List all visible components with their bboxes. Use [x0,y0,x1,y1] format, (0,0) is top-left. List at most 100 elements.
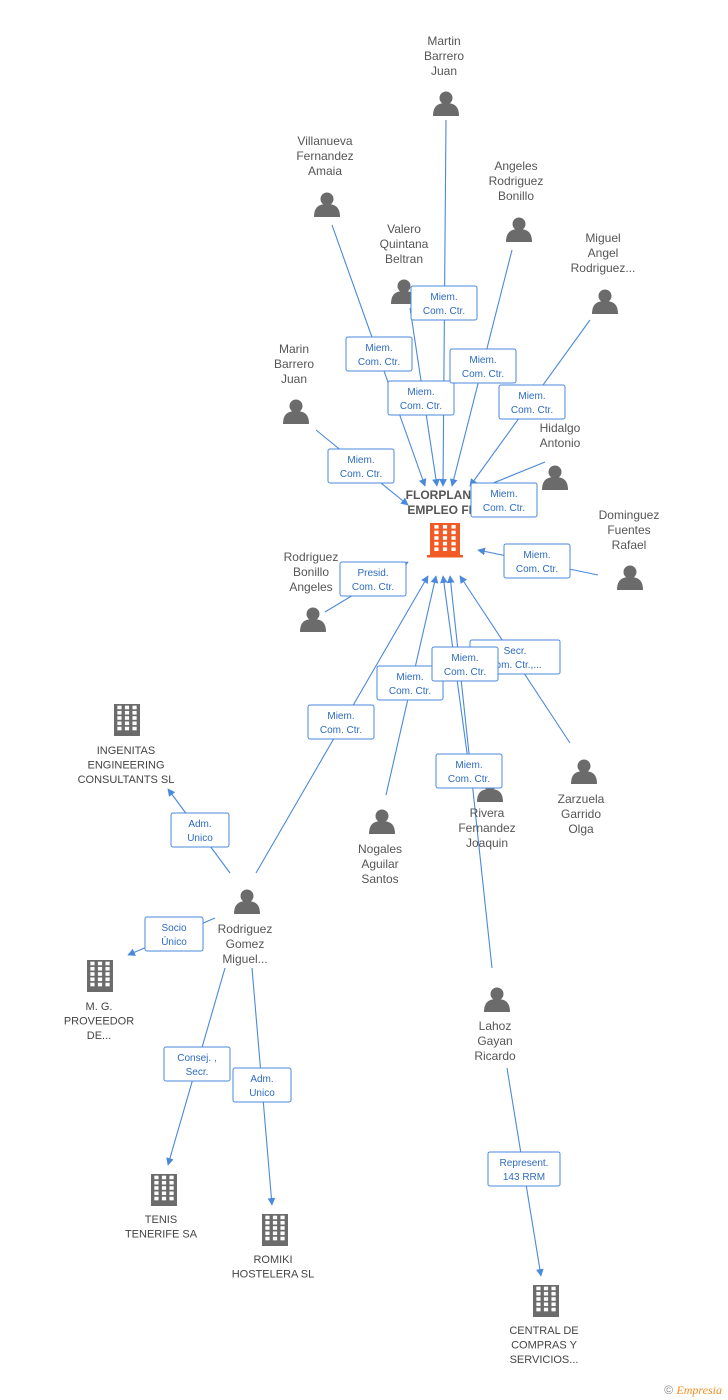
node-label-line: Miguel [585,231,620,245]
edge-label-text: Único [161,935,187,948]
node-mg[interactable]: M. G. PROVEEDOR DE... [64,960,134,1042]
node-label-line: Joaquin [466,836,508,850]
edge-label-rivera-to-center[interactable]: Miem.Com. Ctr. [435,753,503,789]
node-label-line: ENGINEERING [87,760,164,772]
node-label-line: Rodriguez [489,174,544,188]
edge-label-angeles-to-center[interactable]: Miem.Com. Ctr. [449,348,517,384]
edge-label-text: Adm. [188,819,211,830]
node-label-line: HOSTELERA SL [232,1269,315,1281]
edge-label-rodriguez-gomez-to-ingenitas[interactable]: Adm.Unico [170,812,230,848]
person-icon [542,465,568,490]
node-label-line: Fernandez [296,149,353,163]
node-label-line: Gayan [477,1034,512,1048]
edge-label-text: Miem. [396,672,423,683]
edge-label-miguel-angel-to-center[interactable]: Miem.Com. Ctr. [498,384,566,420]
person-icon [234,889,260,914]
node-label-line: Garrido [561,807,601,821]
node-label-line: Ricardo [474,1049,516,1063]
edge-label-rodriguez-gomez-to-center[interactable]: Miem.Com. Ctr. [307,704,375,740]
person-icon [314,192,340,217]
edge-label-lahoz-to-central[interactable]: Represent.143 RRM [487,1151,561,1187]
node-label-line: Nogales [358,842,402,856]
node-label-line: Aguilar [361,857,398,871]
node-label-line: Lahoz [479,1019,512,1033]
edge-label-rodriguez-gomez-to-romiki[interactable]: Adm.Unico [232,1067,292,1103]
node-label-line: INGENITAS [97,745,155,757]
node-label-line: Fuentes [607,523,650,537]
node-romiki[interactable]: ROMIKI HOSTELERA SL [232,1214,315,1281]
node-label-line: TENERIFE SA [125,1229,198,1241]
edge-label-text: Com. Ctr. [340,469,382,480]
edge-label-lahoz-to-center[interactable]: Miem.Com. Ctr. [431,646,499,682]
node-label-line: COMPRAS Y [511,1340,577,1352]
edge-label-text: Miem. [490,489,517,500]
edge-label-text: Com. Ctr. [511,405,553,416]
edge-label-text: Com. Ctr. [462,369,504,380]
person-icon [571,759,597,784]
edge-label-text: Com. Ctr. [358,357,400,368]
node-label-line: Juan [281,372,307,386]
person-icon [369,809,395,834]
edge-label-text: Miem. [430,292,457,303]
node-label-line: Barrero [274,357,314,371]
edge-label-dominguez-to-center[interactable]: Miem. Com. Ctr. [503,543,571,579]
edge-label-rodriguez-gomez-to-tenis[interactable]: Consej. ,Secr. [163,1046,231,1082]
node-label-line: Quintana [380,237,429,251]
node-label-line: Bonillo [293,565,329,579]
nodes-layer: MartinBarreroJuanVillanuevaFernandezAmai… [64,34,660,1366]
edge-label-text: Com. Ctr. [483,503,525,514]
node-label-line: DE... [87,1030,111,1042]
person-icon [617,565,643,590]
edge-label-text: Miem. [365,343,392,354]
node-miguel-angel[interactable]: MiguelAngelRodriguez... [571,231,636,314]
edge-label-text: Secr. [186,1067,209,1078]
edge-label-marin-to-center[interactable]: Miem.Com. Ctr. [327,448,395,484]
node-label-line: M. G. [86,1001,113,1013]
edge-label-text: Com. Ctr. [352,582,394,593]
building-icon [427,523,463,558]
edge-label-text: Miem. [523,550,550,561]
edge-labels-layer: Miem. Com. Ctr. Miem. Com. Ctr. Miem. Com. Ct… [144,285,571,1187]
edges-layer [127,119,599,1277]
edge-label-rodriguez-bonillo-to-center[interactable]: Presid.Com. Ctr. [339,561,407,597]
edge-label-hidalgo-to-center[interactable]: Miem. Com. Ctr. [470,482,538,518]
edge-label-text: Secr. [504,646,527,657]
person-icon [283,399,309,424]
edge-label-martin-top-to-center[interactable]: Miem. Com. Ctr. [410,285,478,321]
edge-label-text: Com. Ctr. [423,306,465,317]
node-label-line: EMPLEO FP [407,503,476,517]
edge-label-text: Com. Ctr. [516,564,558,575]
node-label-line: Bonillo [498,189,534,203]
node-label-line: ROMIKI [253,1254,292,1266]
edge-label-villanueva-to-center[interactable]: Miem. Com. Ctr. [345,336,413,372]
node-label-line: Rodriguez [218,922,273,936]
edge-label-text: Com. Ctr. [448,774,490,785]
building-icon [114,704,140,736]
edge-label-text: Com. Ctr.,... [488,660,541,671]
edge-label-valero-to-center[interactable]: Miem.Com. Ctr. [387,380,455,416]
node-label-line: Angel [588,246,619,260]
edge-label-text: Com. Ctr. [444,667,486,678]
node-label-line: Hidalgo [540,421,581,435]
node-label-line: Juan [431,64,457,78]
node-label-line: PROVEEDOR [64,1016,134,1028]
node-rodriguez-gomez[interactable]: RodriguezGomezMiguel... [218,889,273,967]
edge-label-text: Socio [161,923,186,934]
edge-label-nogales-to-center[interactable]: Miem.Com. Ctr. [376,665,444,701]
